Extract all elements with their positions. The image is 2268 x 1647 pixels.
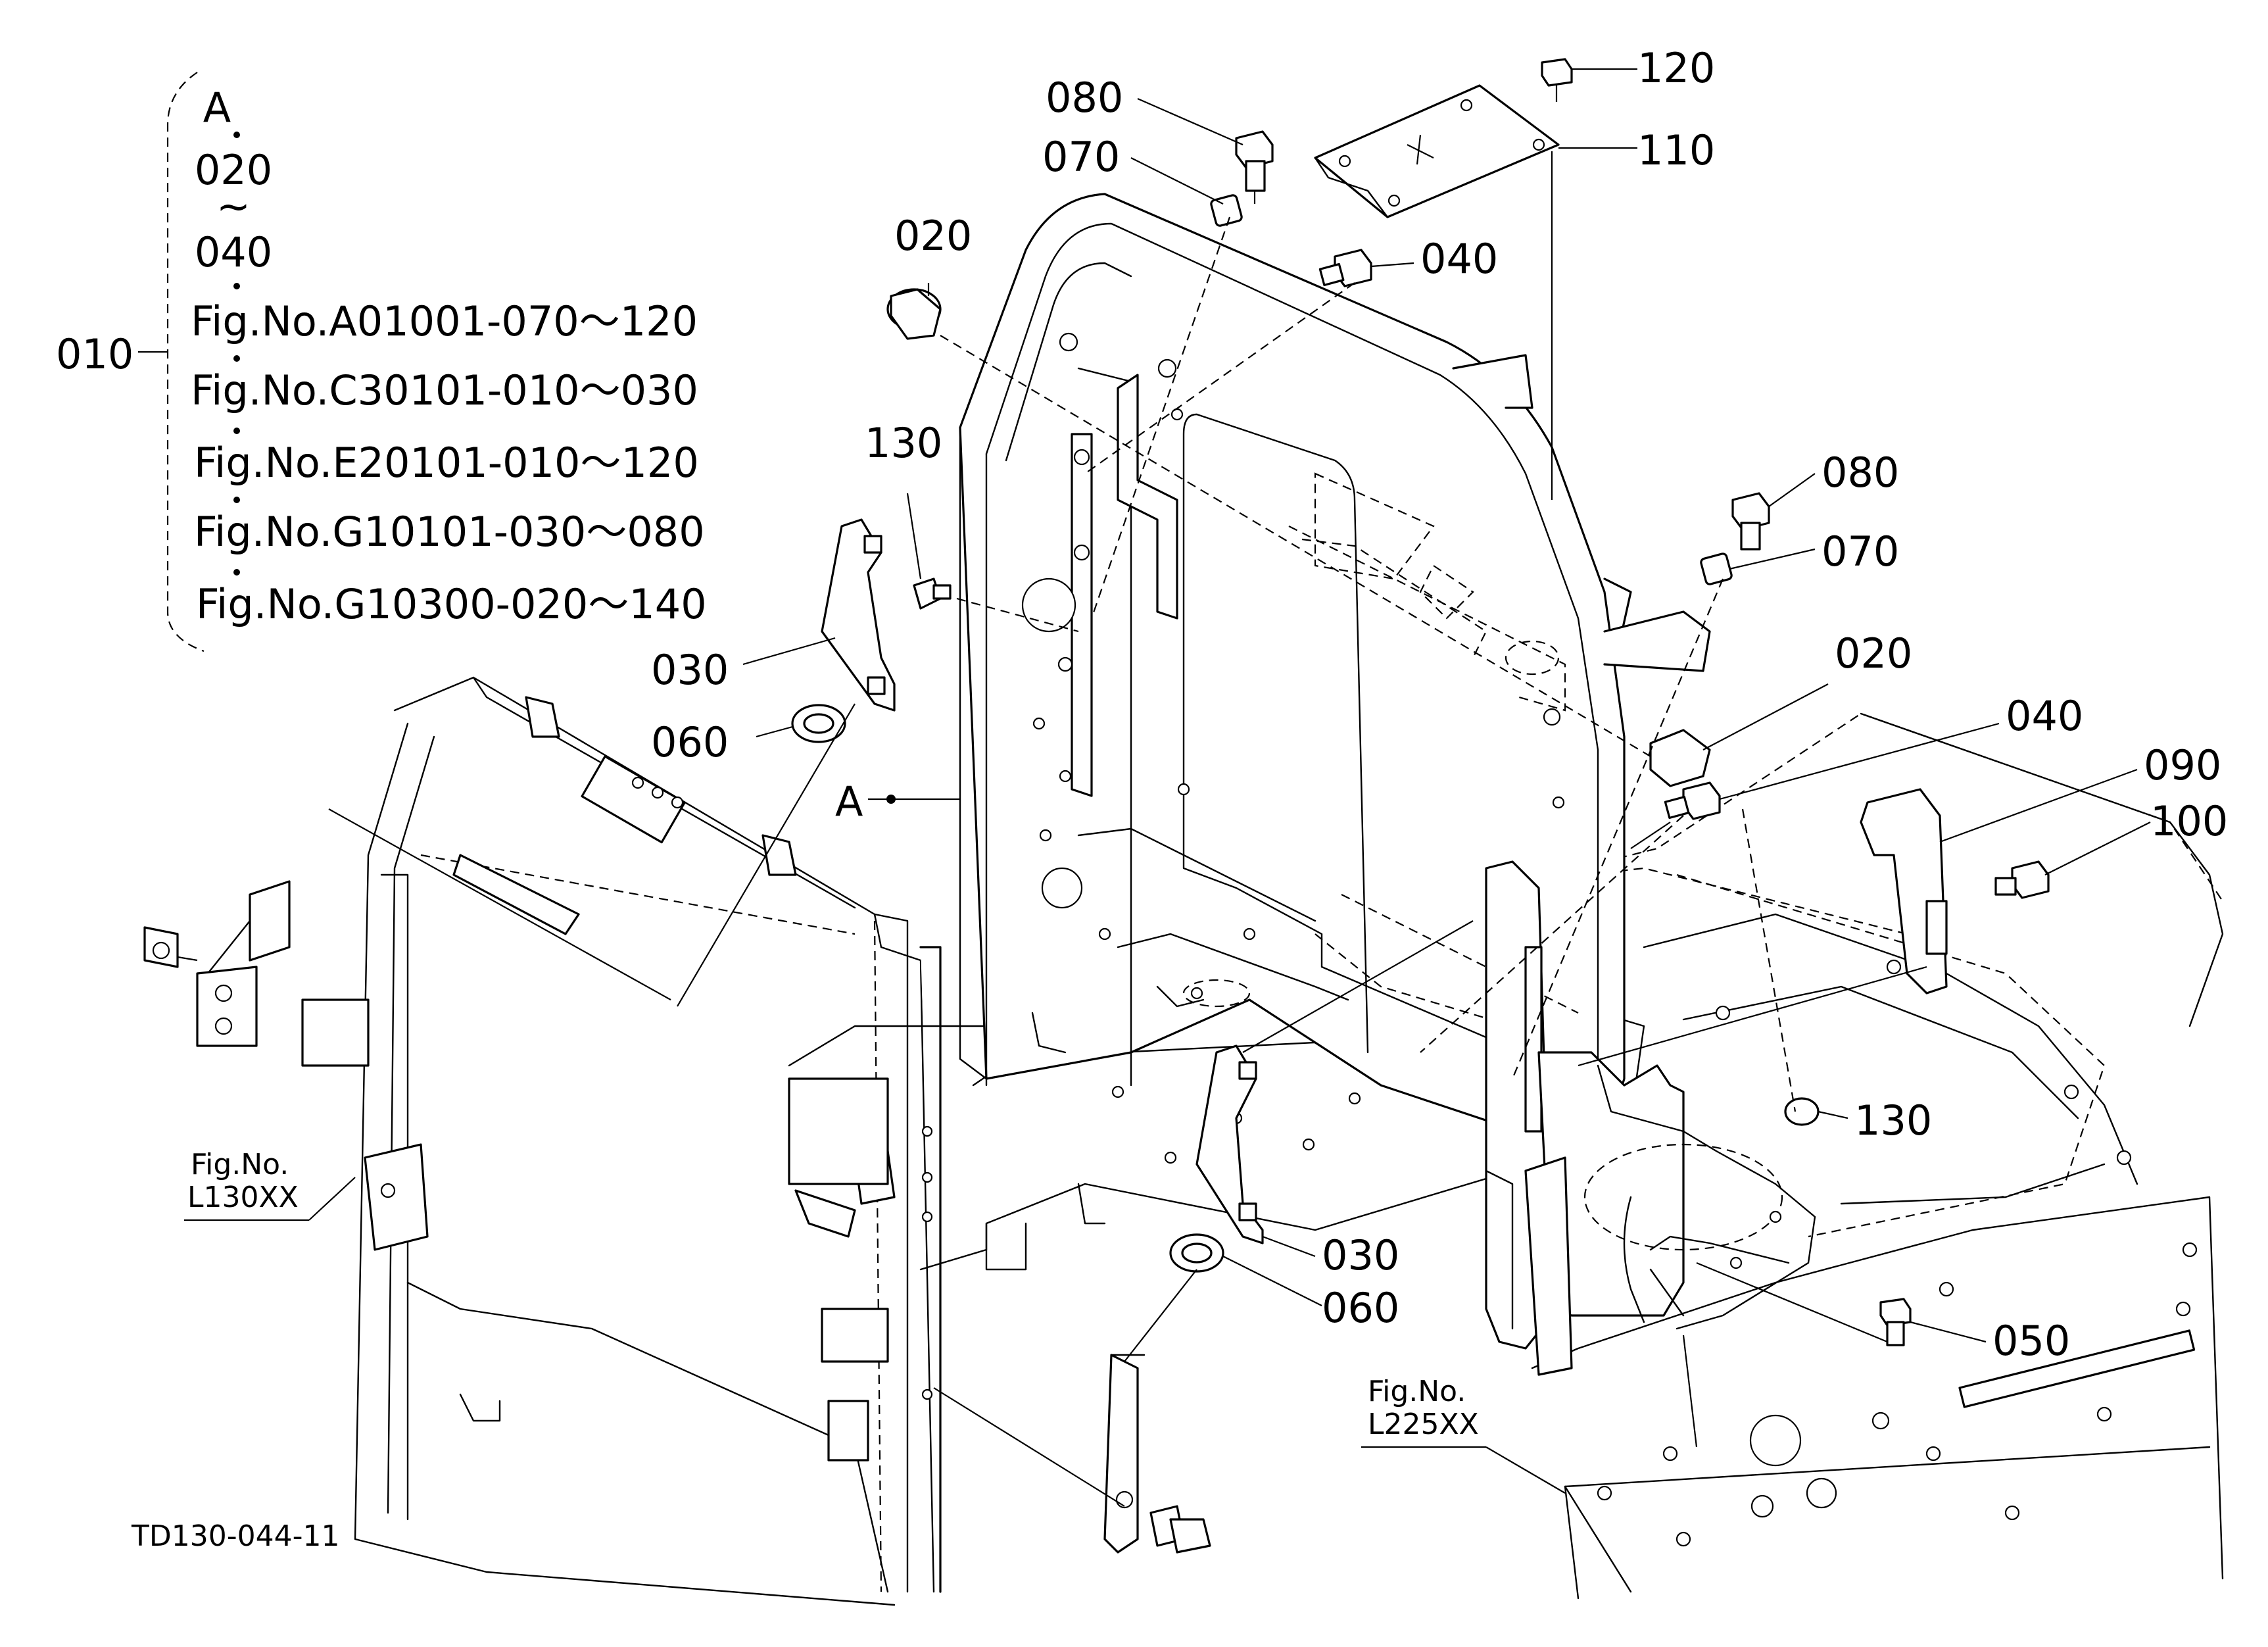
lower-left-bracket: [1103, 1354, 1211, 1554]
callout-020-left: 020: [894, 212, 972, 260]
callout-090: 090: [2144, 741, 2221, 789]
callout-030-lower: 030: [1322, 1231, 1399, 1279]
bolt-040-right: [1664, 781, 1721, 820]
bolt-100: [1994, 860, 2050, 899]
callout-040-right: 040: [2006, 692, 2083, 740]
callout-100: 100: [2150, 797, 2228, 845]
bracket-090: [1860, 788, 1948, 995]
legend-item: Fig.No.G10101-030～080: [194, 508, 705, 556]
legend-item: 040: [195, 228, 272, 276]
legend-item: A: [203, 84, 231, 132]
callout-060-lower: 060: [1322, 1284, 1399, 1332]
legend-item: Fig.No.G10300-020～140: [196, 580, 707, 628]
callout-ref-a: A: [835, 777, 863, 825]
callout-070-right: 070: [1822, 528, 1899, 576]
figure-ref-right: Fig.No. L225XX: [1361, 1375, 1566, 1494]
figure-ref-label: Fig.No.: [1368, 1375, 1466, 1408]
seat-back-panel: [959, 193, 1626, 1152]
callout-020-right: 020: [1835, 629, 1912, 677]
pin-130-left: [913, 578, 952, 610]
pin-130-right: [1784, 1097, 1820, 1126]
bolt-050: [1879, 1298, 1912, 1346]
figure-ref-label: Fig.No.: [191, 1148, 289, 1181]
legend-item: ~: [216, 182, 251, 230]
spacer-070-top: [1210, 194, 1243, 227]
legend-item: Fig.No.C30101-010～030: [191, 366, 698, 414]
bushing-020-left: [886, 288, 942, 340]
bolt-040-top: [1318, 249, 1372, 287]
figure-ref-number: L225XX: [1368, 1408, 1479, 1441]
left-panel-bracket: [143, 880, 370, 1067]
callout-060-upper: 060: [651, 718, 729, 766]
callout-110: 110: [1637, 126, 1715, 174]
legend-item: Fig.No.E20101-010～120: [194, 439, 699, 487]
legend-item: Fig.No.A01001-070～120: [191, 297, 698, 345]
callout-130-right: 130: [1854, 1096, 1932, 1144]
bushing-020-right: [1649, 729, 1711, 787]
bracket-030-lower: [1195, 1045, 1264, 1244]
spacer-070-right: [1700, 553, 1733, 585]
bolt-080-right: [1731, 492, 1770, 551]
figure-ref-left: Fig.No. L130XX: [184, 1148, 356, 1221]
callout-080-top: 080: [1046, 74, 1123, 122]
callout-120: 120: [1637, 44, 1715, 92]
bracket-030-upper: [821, 518, 896, 712]
legend-item: 020: [195, 146, 272, 194]
bolt-120: [1541, 58, 1573, 102]
callout-050: 050: [1992, 1317, 2070, 1365]
grommet-060-upper: [791, 704, 846, 743]
diagram-id: TD130-044-11: [131, 1519, 339, 1553]
assembly-legend: A 020 ~ 040 Fig.No.A01001-070～120 Fig.No…: [138, 72, 707, 652]
grommet-060-lower: [1169, 1233, 1224, 1273]
top-cover-plate: [1314, 84, 1711, 672]
part-callouts: 010 020 080 070 040 120 110 130 030 060 …: [56, 44, 2228, 1365]
figure-ref-number: L130XX: [187, 1181, 299, 1214]
right-side-rail: [1485, 860, 1816, 1376]
callout-080-right: 080: [1822, 449, 1899, 497]
bolt-080-top: [1235, 130, 1274, 204]
callout-030-upper: 030: [651, 646, 729, 694]
callout-010: 010: [56, 330, 133, 378]
callout-070-top: 070: [1042, 133, 1120, 181]
callout-040-top: 040: [1420, 235, 1498, 283]
callout-130-left: 130: [865, 419, 942, 467]
middle-floor: [788, 972, 1645, 1271]
leader-lines: [328, 68, 2151, 1507]
